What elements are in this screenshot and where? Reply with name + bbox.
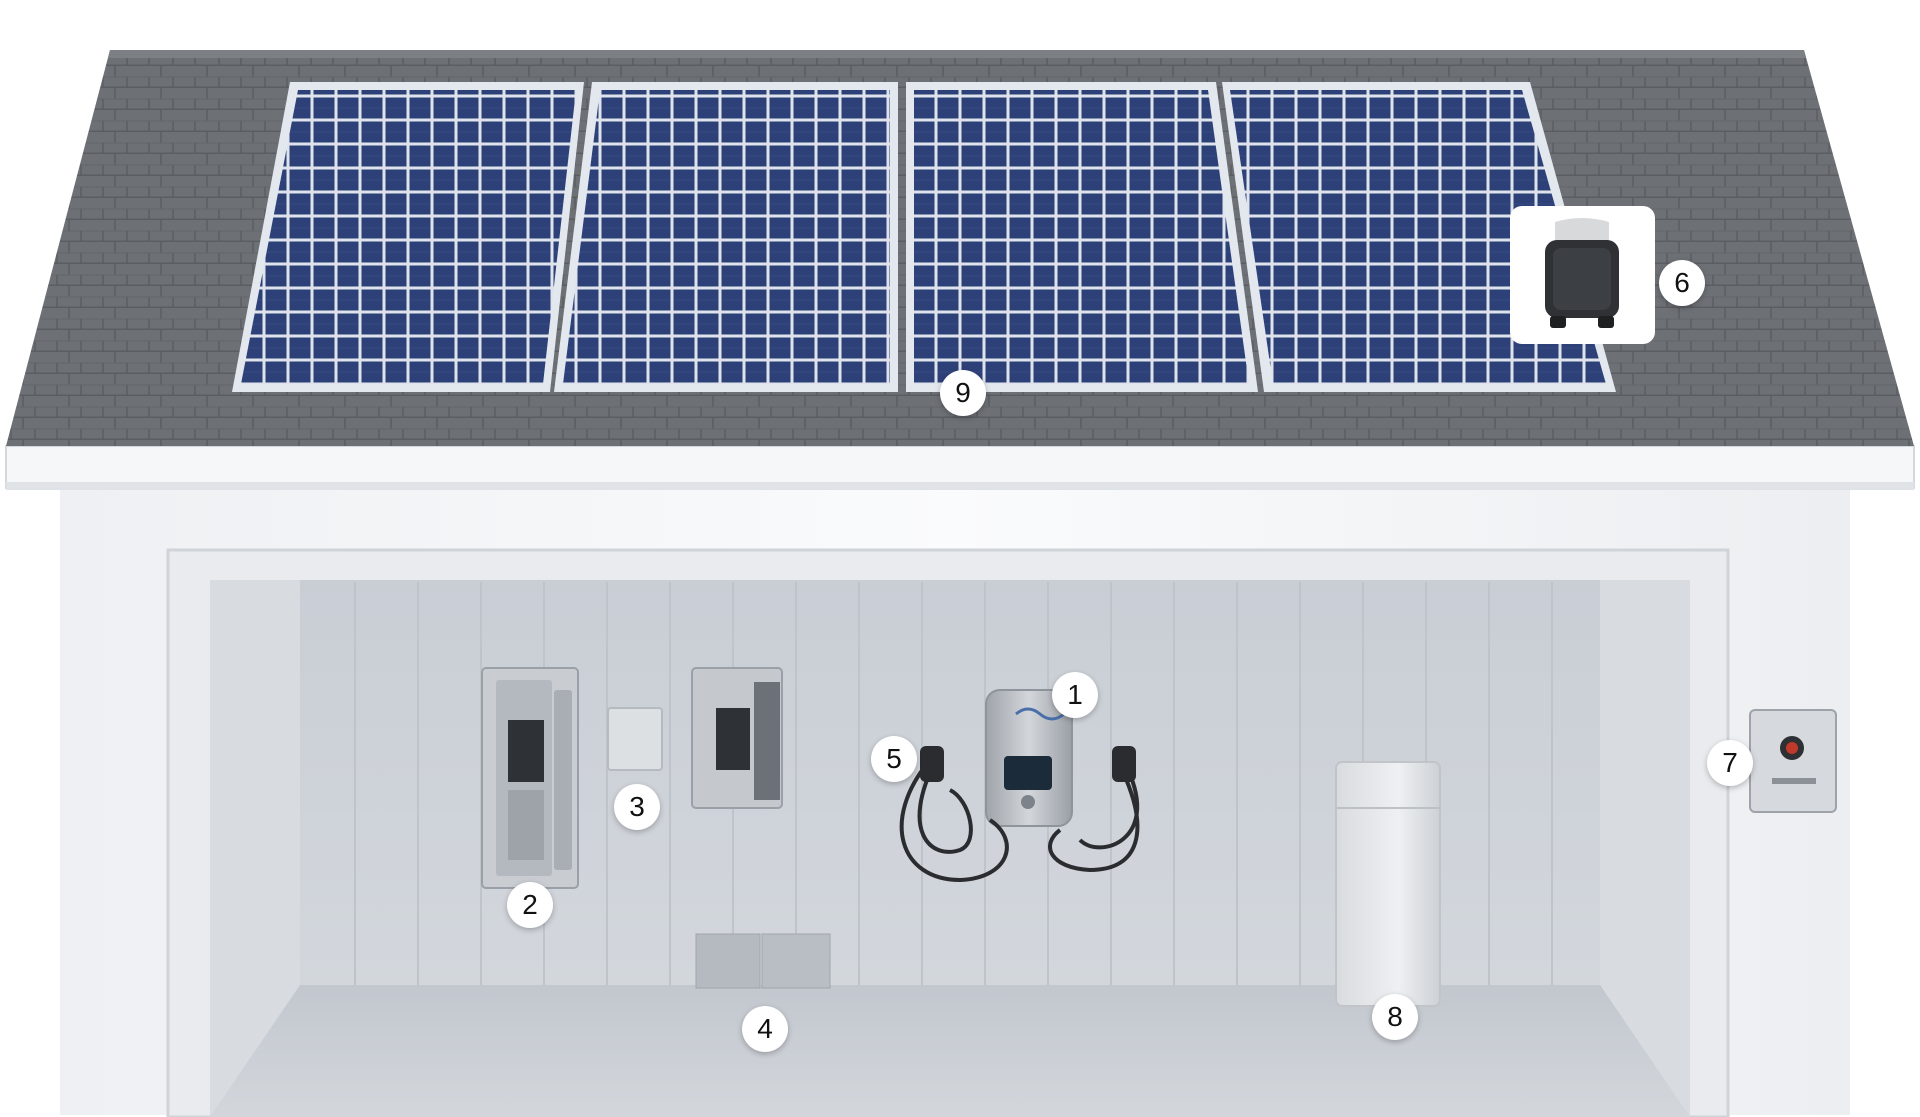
roof-fascia — [5, 445, 1915, 489]
floor-box-right — [761, 933, 831, 989]
floor-box-left — [695, 933, 761, 989]
marker-6[interactable]: 6 — [1659, 260, 1705, 306]
outdoor-disconnect — [1749, 709, 1837, 813]
marker-5[interactable]: 5 — [871, 736, 917, 782]
home-battery — [1335, 761, 1441, 1007]
ev-charger — [985, 689, 1073, 827]
marker-6-label: 6 — [1674, 267, 1690, 298]
marker-1[interactable]: 1 — [1052, 672, 1098, 718]
marker-3[interactable]: 3 — [614, 784, 660, 830]
marker-4-label: 4 — [757, 1013, 773, 1044]
marker-5-label: 5 — [886, 743, 902, 774]
garage-floor — [210, 985, 1690, 1117]
marker-8-label: 8 — [1387, 1001, 1403, 1032]
marker-7-label: 7 — [1722, 747, 1738, 778]
marker-3-label: 3 — [629, 791, 645, 822]
marker-7[interactable]: 7 — [1707, 740, 1753, 786]
gateway-box — [607, 707, 663, 771]
connector-right — [1112, 746, 1136, 782]
marker-1-label: 1 — [1067, 679, 1083, 710]
sub-panel — [691, 667, 783, 809]
marker-9-label: 9 — [955, 377, 971, 408]
marker-4[interactable]: 4 — [742, 1006, 788, 1052]
charging-cables — [899, 758, 1140, 883]
solar-array — [232, 82, 1616, 392]
connector-left — [920, 746, 944, 782]
main-electrical-panel — [481, 667, 579, 889]
marker-8[interactable]: 8 — [1372, 994, 1418, 1040]
microinverter-inset — [1510, 206, 1655, 344]
marker-2-label: 2 — [522, 889, 538, 920]
marker-9[interactable]: 9 — [940, 370, 986, 416]
marker-2[interactable]: 2 — [507, 882, 553, 928]
